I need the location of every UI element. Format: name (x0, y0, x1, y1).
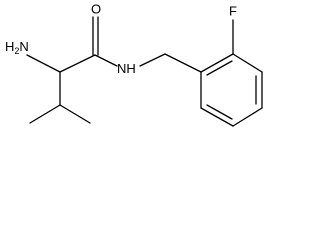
ring-bond-2 (232, 53, 263, 73)
bond-cbeta-methyl-right (59, 104, 91, 124)
amine-label: H2N (5, 39, 29, 56)
bond-cbeta-methyl-left (29, 104, 61, 124)
ring-bond-4 (232, 107, 263, 127)
fluorine-label: F (229, 3, 237, 18)
ring-inner-double-3 (206, 104, 233, 120)
bond-n-ch2 (139, 53, 166, 67)
bond-ch2-ring (164, 53, 202, 73)
bond-ccarbonyl-n (94, 54, 118, 67)
bond-nh2-calpha (26, 54, 61, 73)
chemical-structure: H2N O NH F (5, 1, 263, 127)
bond-calpha-ccarbonyl (59, 54, 96, 73)
ring-inner-double-1 (206, 60, 233, 76)
structure-canvas: H2N O NH F (0, 0, 268, 132)
carbonyl-oxygen-label: O (91, 1, 101, 16)
ring-bond-5 (200, 107, 234, 127)
amide-nitrogen-label: NH (117, 61, 136, 76)
ring-bond-1 (200, 53, 234, 73)
